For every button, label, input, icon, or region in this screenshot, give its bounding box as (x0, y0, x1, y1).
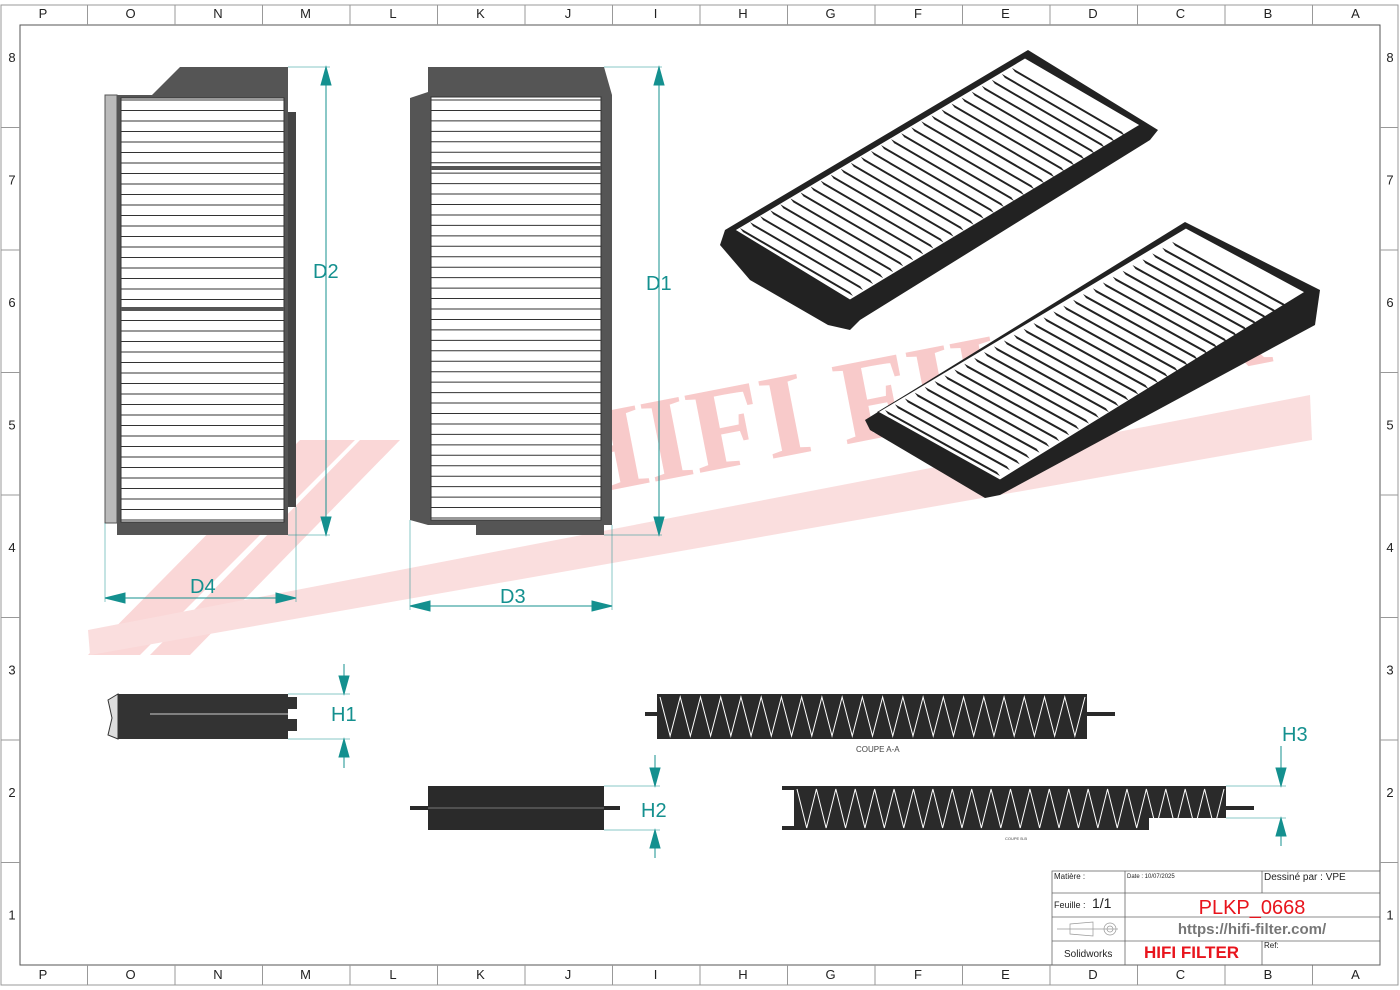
ref-label: Ref: (1264, 941, 1279, 950)
date: Date : 10/07/2025 (1127, 874, 1175, 880)
dimension-d2: D2 (313, 261, 339, 283)
drawn-by: Dessiné par : VPE (1264, 872, 1346, 883)
brand-name: HIFI FILTER (1144, 943, 1239, 962)
side-view-left (104, 67, 296, 535)
row-label: 3 (1386, 663, 1393, 678)
row-label: 7 (8, 173, 15, 188)
section-b-b (782, 786, 1254, 830)
row-label: 8 (1386, 50, 1393, 65)
column-label: L (389, 967, 396, 982)
side-section-h2 (410, 786, 620, 830)
column-label: K (476, 6, 485, 21)
row-label: 2 (1386, 785, 1393, 800)
isometric-view-top (720, 50, 1158, 330)
dimension-d3: D3 (500, 586, 526, 608)
dimension-d1: D1 (646, 273, 672, 295)
dimension-h1: H1 (331, 704, 357, 726)
software-label: Solidworks (1064, 949, 1112, 960)
column-label: P (39, 6, 48, 21)
column-label: M (300, 967, 311, 982)
dimensions (104, 65, 1287, 858)
part-number: PLKP_0668 (1199, 897, 1306, 919)
side-section-h1 (107, 693, 297, 740)
section-a-a-label: COUPE A-A (856, 745, 900, 754)
column-label: G (825, 967, 835, 982)
column-label: H (738, 967, 747, 982)
column-label: G (825, 6, 835, 21)
material-label: Matière : (1054, 872, 1085, 881)
column-label: L (389, 6, 396, 21)
column-label: O (125, 6, 135, 21)
row-label: 6 (1386, 295, 1393, 310)
column-label: E (1001, 967, 1010, 982)
row-label: 7 (1386, 173, 1393, 188)
column-label: B (1264, 967, 1273, 982)
row-label: 4 (8, 540, 15, 555)
sheet-label: Feuille : (1054, 900, 1086, 910)
dimension-h3: H3 (1282, 724, 1308, 746)
column-label: C (1176, 967, 1185, 982)
row-label: 1 (8, 908, 15, 923)
row-label: 1 (1386, 908, 1393, 923)
column-label: D (1088, 967, 1097, 982)
column-label: D (1088, 6, 1097, 21)
column-label: N (213, 6, 222, 21)
column-label: K (476, 967, 485, 982)
column-label: H (738, 6, 747, 21)
row-label: 5 (8, 418, 15, 433)
column-label: F (914, 967, 922, 982)
column-label: B (1264, 6, 1273, 21)
column-label: I (654, 967, 658, 982)
column-label: M (300, 6, 311, 21)
projection-symbol-icon (1057, 921, 1118, 937)
section-b-b-label: COUPE B-B (1005, 836, 1027, 841)
border-zone-labels: P P O O N N M M L L K K J J I I H H G G F F E E D D C C B B A A 8 8 7 7 6 6 5 5… (1, 5, 1398, 985)
sheet-value: 1/1 (1092, 895, 1112, 911)
row-label: 4 (1386, 540, 1393, 555)
column-label: A (1351, 967, 1360, 982)
column-label: E (1001, 6, 1010, 21)
column-label: P (39, 967, 48, 982)
column-label: F (914, 6, 922, 21)
section-a-a (645, 694, 1115, 739)
dimension-d4: D4 (190, 576, 216, 598)
dimension-h2: H2 (641, 800, 667, 822)
column-label: O (125, 967, 135, 982)
isometric-view-bottom (865, 222, 1320, 498)
column-label: J (565, 6, 572, 21)
title-block (1051, 870, 1381, 966)
row-label: 2 (8, 785, 15, 800)
website-url: https://hifi-filter.com/ (1178, 921, 1327, 938)
front-view (410, 67, 612, 535)
column-label: I (654, 6, 658, 21)
column-label: A (1351, 6, 1360, 21)
row-label: 5 (1386, 418, 1393, 433)
column-label: J (565, 967, 572, 982)
row-label: 6 (8, 295, 15, 310)
column-label: N (213, 967, 222, 982)
column-label: C (1176, 6, 1185, 21)
row-label: 3 (8, 663, 15, 678)
row-label: 8 (8, 50, 15, 65)
